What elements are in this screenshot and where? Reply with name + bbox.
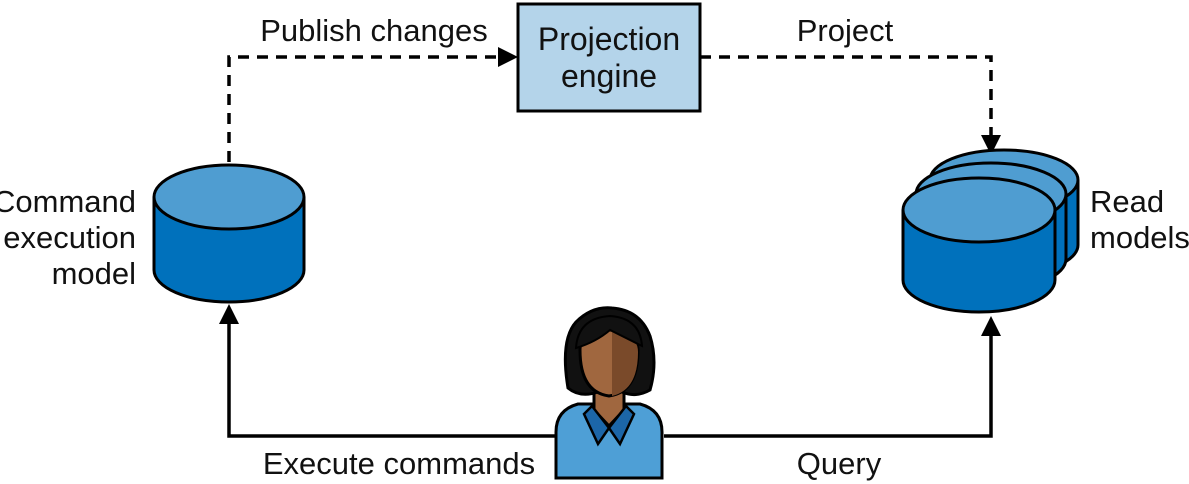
user-icon	[554, 306, 664, 480]
arrowhead-execute-commands	[219, 304, 239, 324]
edge-label-execute-commands: Execute commands	[263, 446, 535, 481]
user-collar-left	[582, 404, 611, 447]
command-model-label-line3: model	[52, 256, 136, 291]
user-hair-bangs	[574, 314, 644, 350]
edge-query	[664, 332, 993, 438]
command-model-label-line1: Command	[0, 184, 136, 219]
edge-publish-changes	[227, 55, 508, 162]
projection-engine-label-line2: engine	[561, 58, 657, 94]
edge-label-publish-changes: Publish changes	[260, 13, 488, 48]
read-models-label-line1: Read	[1090, 184, 1164, 219]
arrowhead-project	[981, 135, 1001, 155]
arrowhead-query	[981, 316, 1001, 336]
edge-label-project: Project	[797, 13, 894, 48]
edge-execute-commands	[227, 320, 556, 438]
user-face-shadow	[612, 332, 638, 396]
edge-label-query: Query	[797, 446, 882, 481]
command-db-top	[152, 163, 306, 231]
user-collar-right	[607, 404, 636, 447]
user-shirt	[554, 402, 664, 480]
read-models-label-line2: models	[1090, 220, 1189, 255]
projection-engine-node: Projection engine	[516, 2, 702, 113]
database-icon	[152, 163, 306, 304]
command-model-label-line2: execution	[3, 220, 136, 255]
arrowhead-publish-changes	[498, 47, 518, 67]
projection-engine-label-line1: Projection	[538, 21, 680, 57]
edge-project	[700, 55, 993, 138]
read-db-front-top	[901, 176, 1057, 244]
projection-engine-box	[516, 2, 702, 113]
database-stack-icon	[901, 148, 1080, 314]
